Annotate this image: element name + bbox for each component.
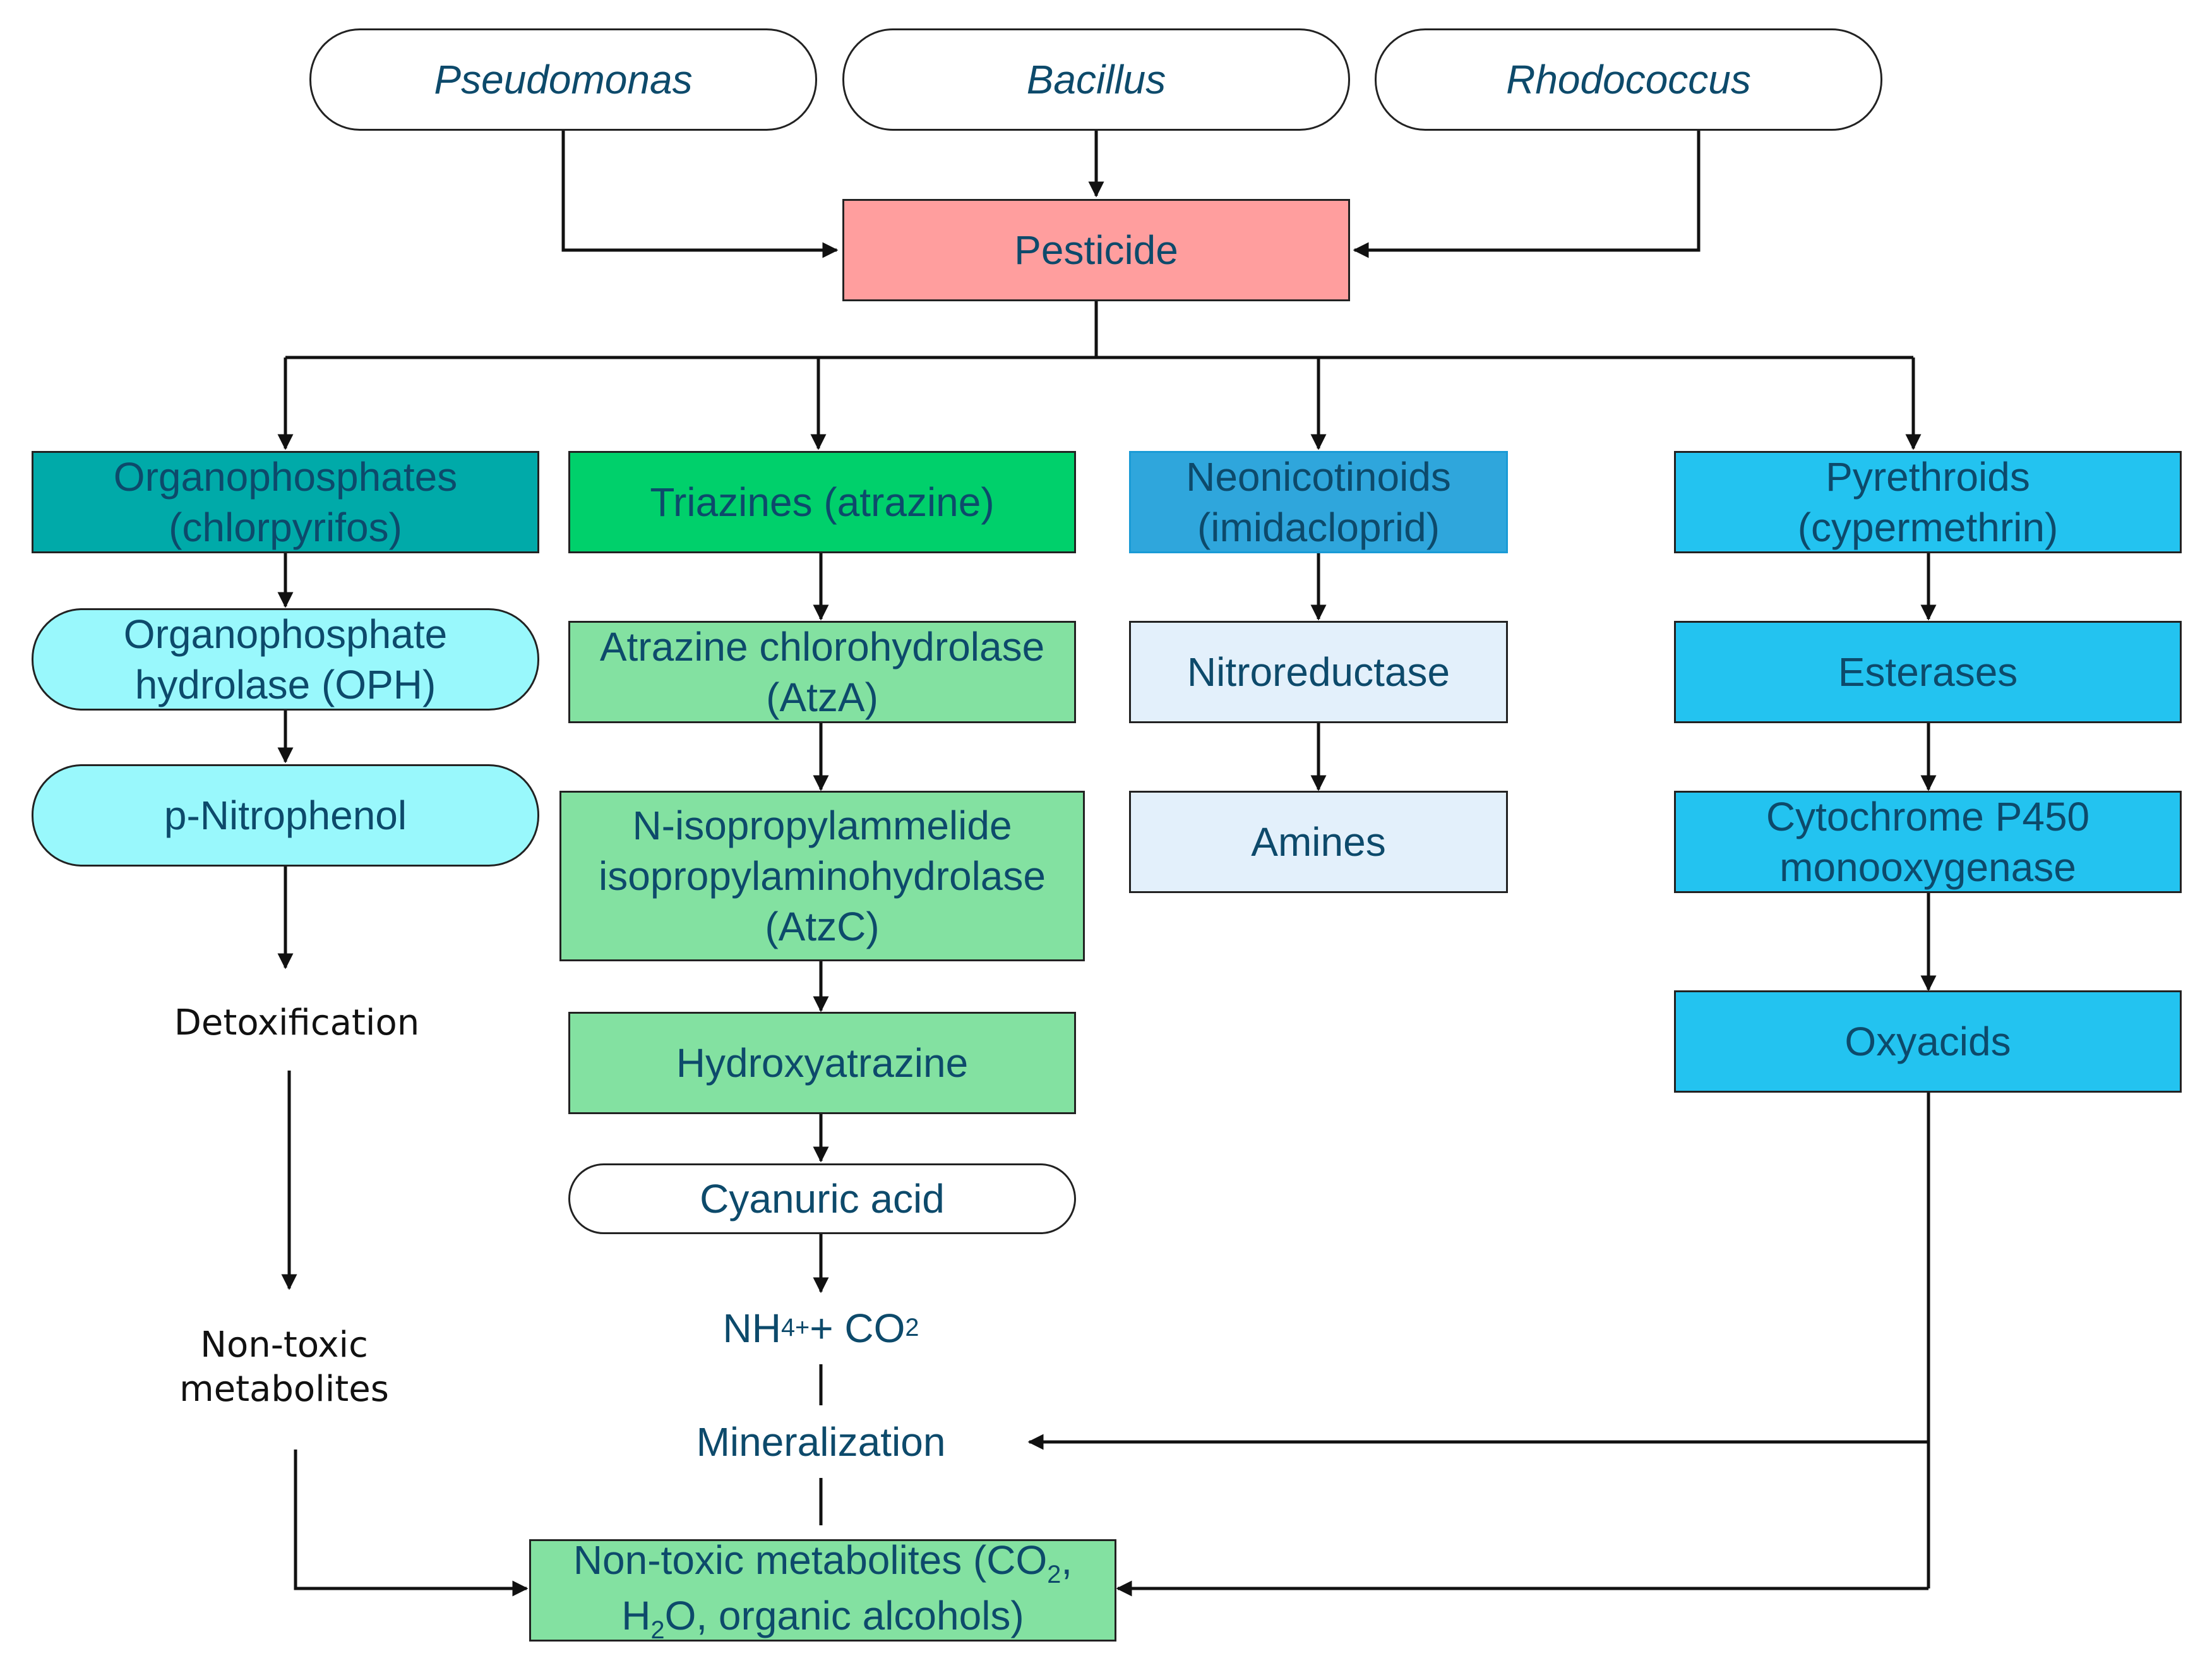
p-nitrophenol-pill: p-Nitrophenol [32, 764, 539, 867]
amines-box: Amines [1129, 791, 1508, 893]
pesticide-box: Pesticide [842, 199, 1350, 301]
atzc-enzyme-box: N-isopropylammelide isopropylaminohydrol… [559, 791, 1085, 961]
cyanuric-acid-pill: Cyanuric acid [568, 1163, 1076, 1234]
final-line-2-text: H [621, 1593, 651, 1638]
organophosphates-box: Organophosphates (chlorpyrifos) [32, 451, 539, 553]
detoxification-label: Detoxification [174, 1002, 420, 1043]
nh-superscript: + [795, 1313, 810, 1342]
final-line-1-text: Non-toxic metabolites (CO [573, 1537, 1048, 1583]
co-subscript: 2 [905, 1313, 919, 1342]
co-text: + CO [810, 1305, 906, 1351]
p450-box: Cytochrome P450 monooxygenase [1674, 791, 2182, 893]
bacteria-bacillus: Bacillus [842, 28, 1350, 131]
final-line-1: Non-toxic metabolites (CO2, [573, 1535, 1072, 1590]
oph-enzyme-pill: Organophosphate hydrolase (OPH) [32, 608, 539, 711]
triazines-box: Triazines (atrazine) [568, 451, 1076, 553]
final-line-1-end: , [1061, 1537, 1073, 1583]
pyrethroids-box: Pyrethroids (cypermethrin) [1674, 451, 2182, 553]
oxyacids-box: Oxyacids [1674, 990, 2182, 1093]
arrow-pseudomonas-to-pesticide [561, 129, 839, 258]
nh-subscript: 4 [780, 1313, 796, 1342]
arrow-nontoxic-to-final [294, 1450, 529, 1597]
final-nontoxic-metabolites-box: Non-toxic metabolites (CO2, H2O, organic… [529, 1537, 1116, 1644]
final-line-2-end: O, organic alcohols) [664, 1593, 1024, 1638]
bacteria-rhodococcus: Rhodococcus [1375, 28, 1882, 131]
nh-text: NH [722, 1305, 781, 1351]
esterases-box: Esterases [1674, 621, 2182, 723]
mineralization-label: Mineralization [696, 1419, 946, 1465]
arrow-rhodococcus-to-pesticide [1353, 129, 1701, 258]
final-line-2-sub: 2 [650, 1616, 665, 1644]
final-line-2: H2O, organic alcohols) [621, 1590, 1024, 1646]
final-line-1-sub: 2 [1047, 1560, 1061, 1588]
atza-enzyme-box: Atrazine chlorohydrolase (AtzA) [568, 621, 1076, 723]
neonicotinoids-box: Neonicotinoids (imidacloprid) [1129, 451, 1508, 553]
nitroreductase-box: Nitroreductase [1129, 621, 1508, 723]
hydroxyatrazine-box: Hydroxyatrazine [568, 1012, 1076, 1114]
nontoxic-metabolites-label: Non-toxic metabolites [179, 1324, 389, 1410]
bacteria-pseudomonas: Pseudomonas [309, 28, 817, 131]
